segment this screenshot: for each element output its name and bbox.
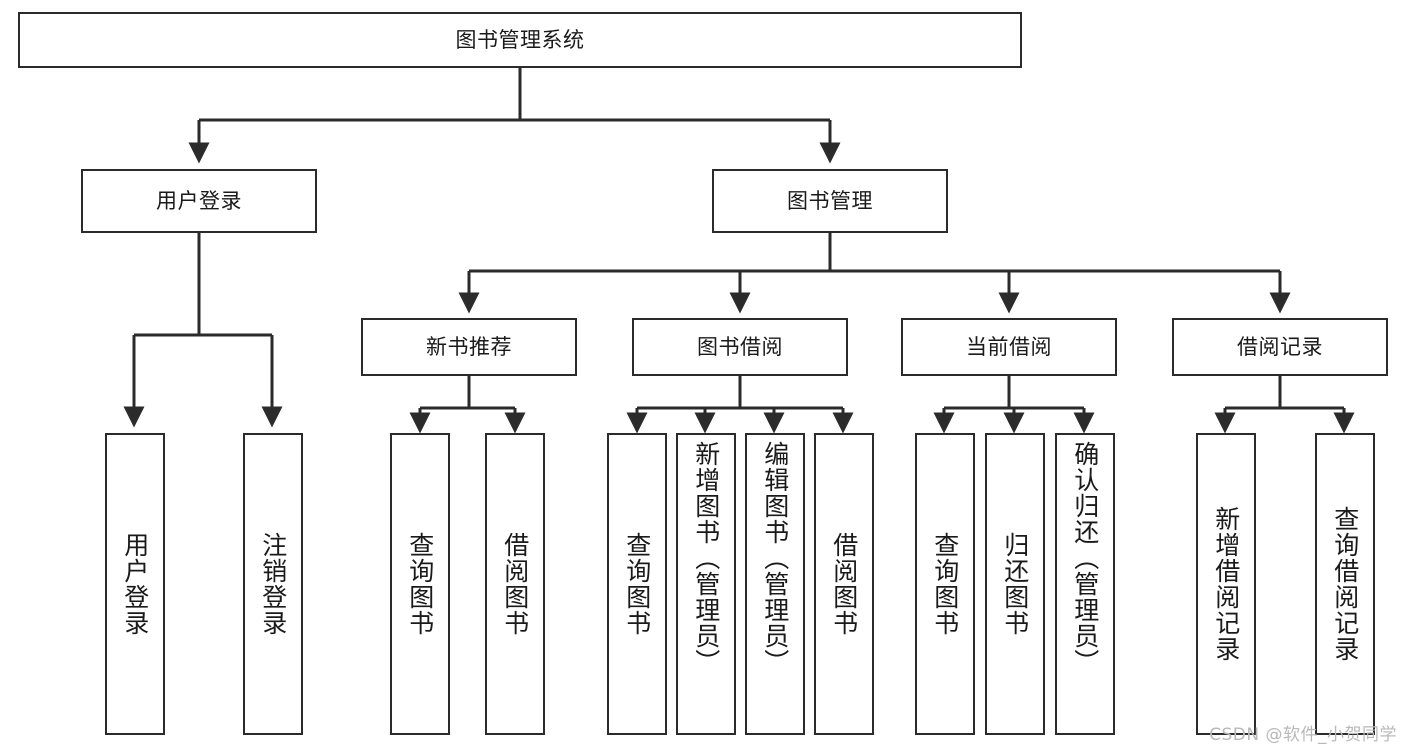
node-label: 当前借阅 (966, 334, 1052, 359)
node-label: 图书管理系统 (455, 27, 585, 52)
leaf-query-book-recommend[interactable]: 查询图书 (390, 433, 450, 735)
node-label: 用户登录 (156, 188, 242, 213)
node-label: 新增借阅记录 (1211, 506, 1241, 662)
leaf-add-book[interactable]: 新增图书（管理员） (676, 433, 736, 735)
leaf-confirm-return[interactable]: 确认归还（管理员） (1055, 433, 1115, 735)
node-label: 查询图书 (405, 532, 435, 636)
node-label: 归还图书 (1000, 532, 1030, 636)
node-book-borrow[interactable]: 图书借阅 (632, 318, 848, 376)
leaf-borrow-book[interactable]: 借阅图书 (814, 433, 874, 735)
leaf-add-borrow-record[interactable]: 新增借阅记录 (1196, 433, 1256, 735)
node-book-manage[interactable]: 图书管理 (712, 169, 948, 233)
leaf-return-book[interactable]: 归还图书 (985, 433, 1045, 735)
node-label: 编辑图书（管理员） (760, 441, 790, 675)
node-label: 新书推荐 (426, 334, 512, 359)
leaf-query-book-current[interactable]: 查询图书 (915, 433, 975, 735)
leaf-query-borrow-record[interactable]: 查询借阅记录 (1315, 433, 1375, 735)
node-label: 图书借阅 (697, 334, 783, 359)
node-label: 借阅记录 (1237, 334, 1323, 359)
leaf-logout[interactable]: 注销登录 (243, 433, 303, 735)
node-label: 查询图书 (622, 532, 652, 636)
csdn-watermark: CSDN @软件_小贺同学 (1209, 725, 1397, 745)
node-root-system[interactable]: 图书管理系统 (18, 12, 1022, 68)
node-label: 新增图书（管理员） (691, 441, 721, 675)
node-label: 图书管理 (787, 188, 873, 213)
node-label: 借阅图书 (500, 532, 530, 636)
node-label: 查询借阅记录 (1330, 506, 1360, 662)
node-new-book-recommend[interactable]: 新书推荐 (361, 318, 577, 376)
node-borrow-record[interactable]: 借阅记录 (1172, 318, 1388, 376)
leaf-borrow-book-recommend[interactable]: 借阅图书 (485, 433, 545, 735)
leaf-user-login[interactable]: 用户登录 (105, 433, 165, 735)
node-user-login[interactable]: 用户登录 (81, 169, 317, 233)
leaf-query-book-borrow[interactable]: 查询图书 (607, 433, 667, 735)
node-label: 查询图书 (930, 532, 960, 636)
node-label: 确认归还（管理员） (1070, 441, 1100, 675)
node-label: 注销登录 (258, 532, 288, 636)
node-current-borrow[interactable]: 当前借阅 (901, 318, 1117, 376)
leaf-edit-book[interactable]: 编辑图书（管理员） (745, 433, 805, 735)
node-label: 借阅图书 (829, 532, 859, 636)
node-label: 用户登录 (120, 532, 150, 636)
